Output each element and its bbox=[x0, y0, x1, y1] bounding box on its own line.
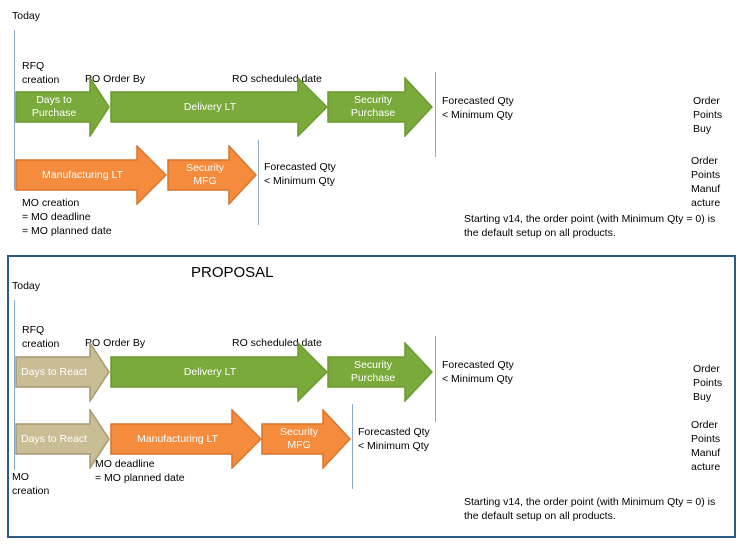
proposal-delivery-lt-text: Delivery LT bbox=[183, 365, 237, 378]
proposal-frame bbox=[7, 255, 736, 538]
proposal-mo-creation-label: MO creation bbox=[12, 471, 50, 497]
days-to-purchase-text: Days to Purchase bbox=[31, 94, 77, 119]
proposal-v14-note: Starting v14, the order point (with Mini… bbox=[464, 496, 716, 522]
proposal-forecast-buy-label: Forecasted Qty < Minimum Qty bbox=[442, 359, 514, 385]
proposal-days-to-react-buy-arrow: Days to React bbox=[15, 342, 110, 402]
forecast-mfg-label: Forecasted Qty < Minimum Qty bbox=[264, 161, 336, 187]
days-to-purchase-arrow: Days to Purchase bbox=[15, 77, 110, 137]
order-points-manuf-label: Order Points Manuf acture bbox=[691, 155, 721, 209]
proposal-order-points-manuf-label: Order Points Manuf acture bbox=[691, 419, 721, 473]
delivery-lt-text: Delivery LT bbox=[183, 100, 237, 113]
proposal-order-points-buy-label: Order Points Buy bbox=[693, 363, 723, 403]
proposal-manufacturing-lt-arrow: Manufacturing LT bbox=[110, 409, 262, 469]
proposal-security-purchase-text: Security Purchase bbox=[350, 359, 396, 384]
rfq-creation-label: RFQ creation bbox=[22, 60, 60, 86]
proposal-today-timeline bbox=[14, 300, 15, 470]
mo-creation-label: MO creation = MO deadline = MO planned d… bbox=[22, 197, 112, 237]
forecast-buy-label: Forecasted Qty < Minimum Qty bbox=[442, 95, 514, 121]
order-points-buy-label: Order Points Buy bbox=[693, 95, 723, 135]
buy-threshold-line bbox=[435, 72, 436, 157]
proposal-mo-deadline-label: MO deadline = MO planned date bbox=[95, 458, 185, 484]
security-purchase-arrow: Security Purchase bbox=[327, 77, 433, 137]
proposal-forecast-mfg-label: Forecasted Qty < Minimum Qty bbox=[358, 426, 430, 452]
proposal-ro-scheduled-date-label: RO scheduled date bbox=[232, 337, 322, 349]
security-mfg-text: Security MFG bbox=[186, 162, 224, 187]
proposal-buy-threshold-line bbox=[435, 336, 436, 422]
security-mfg-arrow: Security MFG bbox=[167, 145, 257, 205]
proposal-today-label: Today bbox=[12, 280, 41, 292]
proposal-security-purchase-arrow: Security Purchase bbox=[327, 342, 433, 402]
v14-note: Starting v14, the order point (with Mini… bbox=[464, 213, 716, 239]
proposal-po-order-by-label: PO Order By bbox=[85, 337, 146, 349]
manufacturing-lt-arrow: Manufacturing LT bbox=[15, 145, 167, 205]
ro-scheduled-date-label: RO scheduled date bbox=[232, 73, 322, 85]
proposal-days-to-react-buy-text: Days to React bbox=[21, 365, 87, 378]
proposal-days-to-react-mfg-text: Days to React bbox=[21, 432, 87, 445]
mfg-threshold-line bbox=[258, 140, 259, 225]
today-label: Today bbox=[12, 10, 41, 22]
today-timeline bbox=[14, 30, 15, 190]
proposal-security-mfg-arrow: Security MFG bbox=[261, 409, 351, 469]
proposal-days-to-react-mfg-arrow: Days to React bbox=[15, 409, 110, 469]
proposal-mfg-threshold-line bbox=[352, 404, 353, 489]
manufacturing-lt-text: Manufacturing LT bbox=[42, 168, 123, 181]
po-order-by-label: PO Order By bbox=[85, 73, 146, 85]
security-purchase-text: Security Purchase bbox=[350, 94, 396, 119]
delivery-lt-arrow: Delivery LT bbox=[110, 77, 328, 137]
proposal-delivery-lt-arrow: Delivery LT bbox=[110, 342, 328, 402]
proposal-title: PROPOSAL bbox=[191, 264, 274, 281]
proposal-manufacturing-lt-text: Manufacturing LT bbox=[137, 432, 218, 445]
proposal-rfq-creation-label: RFQ creation bbox=[22, 324, 60, 350]
proposal-security-mfg-text: Security MFG bbox=[280, 426, 318, 451]
